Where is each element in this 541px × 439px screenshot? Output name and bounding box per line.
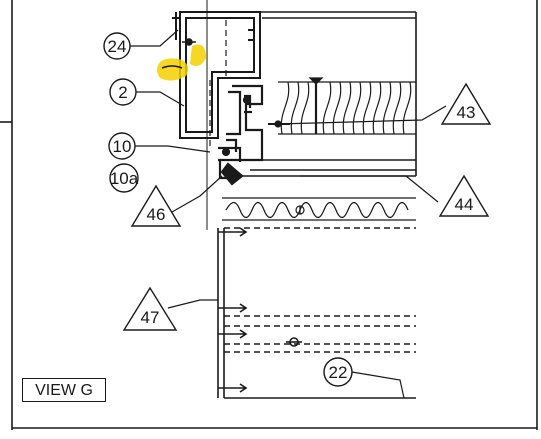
highlight-marks — [157, 44, 206, 81]
callout-46: 46 — [130, 184, 182, 227]
svg-text:44: 44 — [455, 195, 474, 214]
sheet-frame — [0, 0, 538, 430]
insulation — [268, 77, 416, 135]
callout-24: 24 — [103, 32, 131, 60]
callout-10: 10 — [108, 132, 136, 160]
svg-text:2: 2 — [118, 83, 127, 102]
svg-text:43: 43 — [457, 103, 476, 122]
leader-lines — [130, 29, 447, 399]
callout-22: 22 — [323, 357, 353, 387]
callout-47: 47 — [122, 286, 178, 331]
svg-text:46: 46 — [147, 205, 166, 224]
svg-text:24: 24 — [108, 37, 127, 56]
callout-44: 44 — [438, 174, 490, 217]
bolt-fastener — [182, 38, 196, 46]
slab-edge — [240, 11, 417, 177]
deck-fasteners — [222, 197, 416, 221]
view-label: VIEW G — [22, 378, 106, 402]
svg-text:47: 47 — [141, 308, 160, 327]
anchor-bracket — [218, 84, 264, 186]
callout-2: 2 — [109, 78, 137, 106]
svg-text:22: 22 — [329, 363, 348, 382]
callout-43: 43 — [440, 82, 492, 125]
svg-text:10a: 10a — [110, 169, 139, 188]
callout-10a: 10a — [109, 163, 139, 193]
svg-text:10: 10 — [113, 137, 132, 156]
liner-panel — [217, 227, 416, 399]
